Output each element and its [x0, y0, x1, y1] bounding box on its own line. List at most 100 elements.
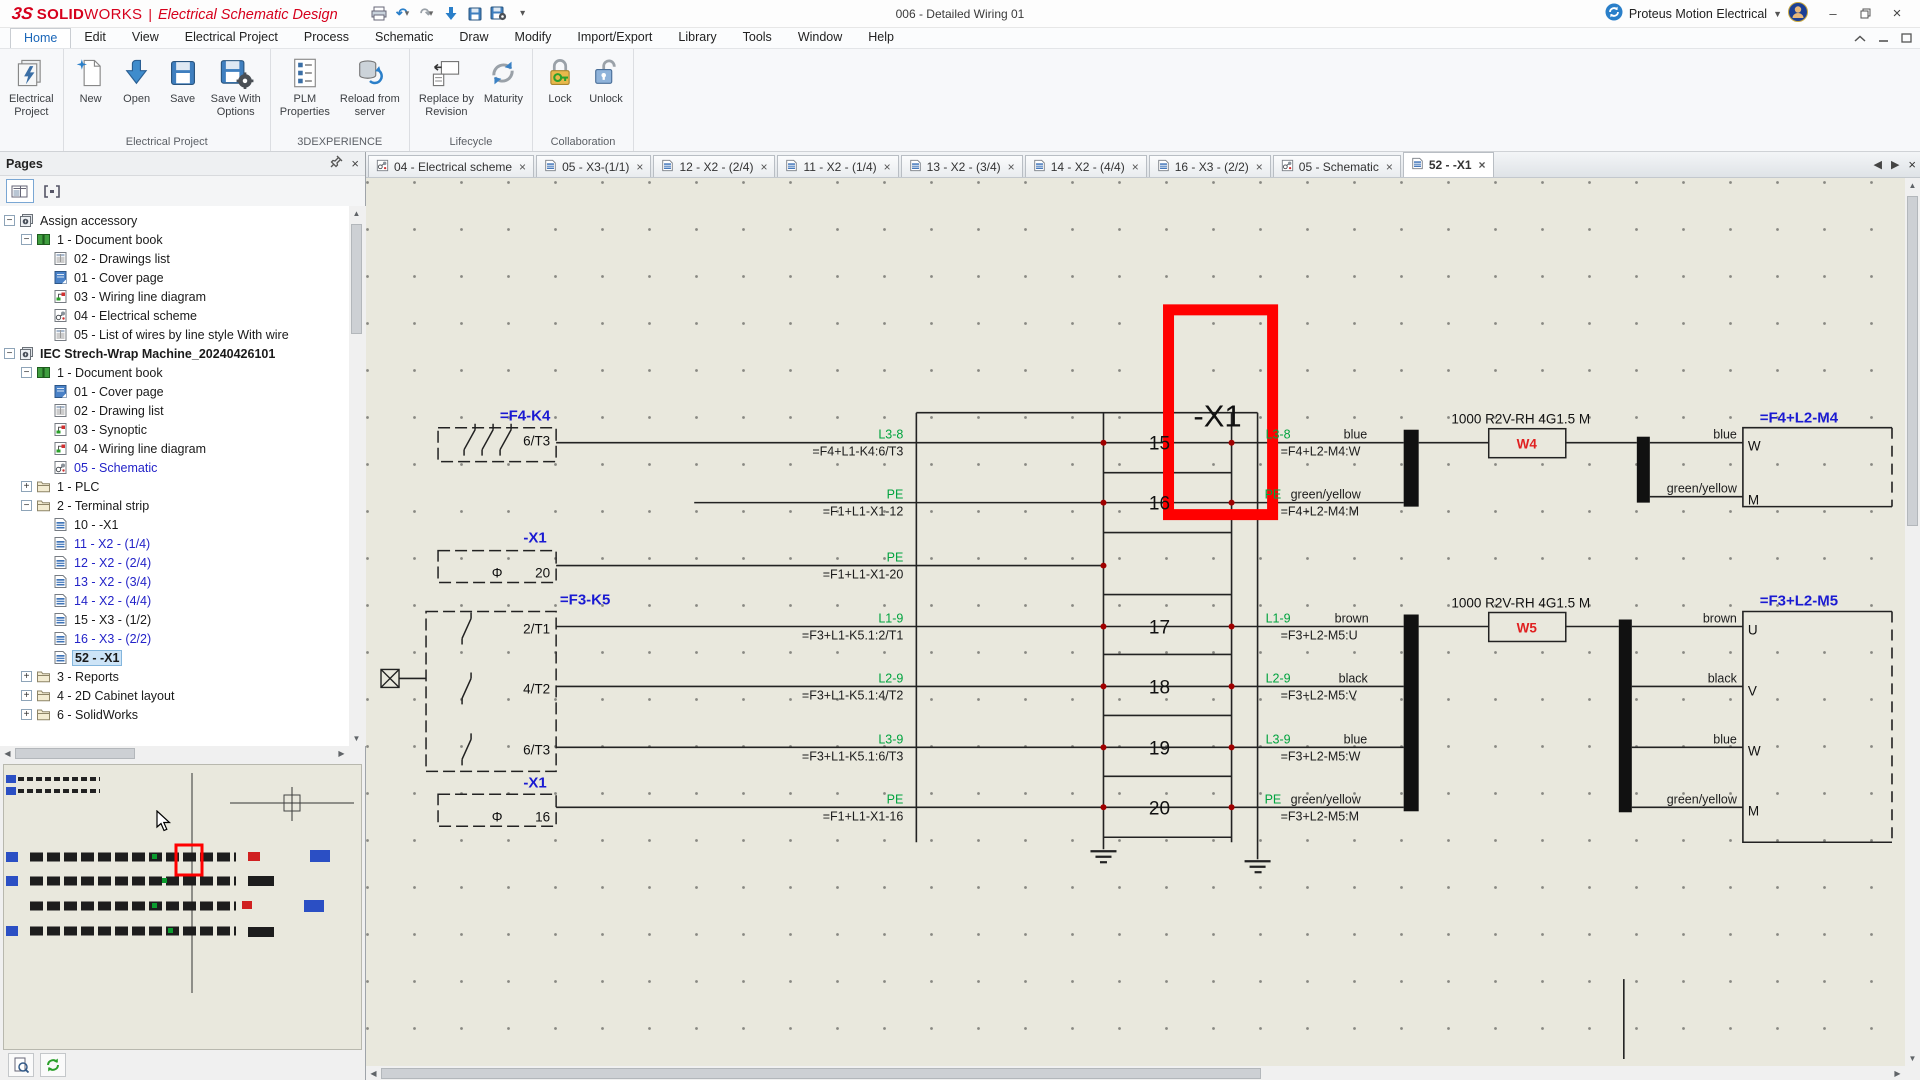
expand-icon[interactable]: + [21, 690, 32, 701]
tab-close-icon[interactable]: × [1131, 159, 1139, 174]
close-tabs-icon[interactable]: × [1908, 157, 1916, 172]
tree-item-02-drawing-list[interactable]: 02 - Drawing list [0, 401, 349, 420]
tree-item-15-x3-1-2[interactable]: 15 - X3 - (1/2) [0, 610, 349, 629]
tree-item-04-wiring-line-diagram[interactable]: 04 - Wiring line diagram [0, 439, 349, 458]
tree-item-03-synoptic[interactable]: 03 - Synoptic [0, 420, 349, 439]
tree-item-1-document-book[interactable]: −1 - Document book [0, 230, 349, 249]
tree-item-05-schematic[interactable]: 05 - Schematic [0, 458, 349, 477]
scroll-right-arrow[interactable]: ▶ [1894, 1068, 1901, 1078]
restore-button[interactable] [1850, 3, 1880, 25]
tree-item-05-list-of-wires-by-line-style-with-wire[interactable]: 05 - List of wires by line style With wi… [0, 325, 349, 344]
collapse-icon[interactable]: − [21, 367, 32, 378]
menu-edit[interactable]: Edit [84, 30, 106, 44]
save-button[interactable]: Save [160, 53, 206, 108]
tree-item-02-drawings-list[interactable]: 02 - Drawings list [0, 249, 349, 268]
redo-icon[interactable]: ↷▾ [420, 5, 434, 21]
save-icon[interactable] [466, 4, 484, 24]
avatar[interactable] [1788, 2, 1808, 25]
close-button[interactable]: × [1892, 5, 1902, 22]
tree-item-1-document-book[interactable]: −1 - Document book [0, 363, 349, 382]
menu-import-export[interactable]: Import/Export [577, 30, 653, 44]
preview-button[interactable] [8, 1053, 34, 1077]
tab-12-x2-2-4[interactable]: 12 - X2 - (2/4)× [653, 155, 776, 177]
menu-electrical-project[interactable]: Electrical Project [184, 30, 278, 44]
tab-close-icon[interactable]: × [1007, 159, 1015, 174]
scroll-thumb[interactable] [15, 748, 135, 759]
tree-item-assign-accessory[interactable]: −Assign accessory [0, 211, 349, 230]
menu-process[interactable]: Process [303, 30, 350, 44]
electrical-project-button[interactable]: Electrical Project [4, 53, 59, 120]
replace-by-revision-button[interactable]: Replace by Revision [414, 53, 479, 120]
customize-icon[interactable]: ▾ [520, 8, 526, 19]
expand-icon[interactable]: + [21, 709, 32, 720]
canvas-horizontal-scrollbar[interactable]: ◀ ▶ [366, 1066, 1905, 1080]
tree-item-4-2d-cabinet-layout[interactable]: +4 - 2D Cabinet layout [0, 686, 349, 705]
tab-16-x3-2-2[interactable]: 16 - X3 - (2/2)× [1148, 155, 1271, 177]
scroll-right-arrow[interactable]: ▶ [338, 749, 345, 758]
book-view-button[interactable] [6, 179, 34, 203]
menu-help[interactable]: Help [868, 30, 894, 44]
printer-icon[interactable] [370, 4, 388, 24]
menu-view[interactable]: View [131, 30, 159, 44]
scroll-thumb[interactable] [351, 224, 362, 334]
page-thumbnail[interactable] [3, 764, 362, 1050]
tree-item-14-x2-4-4[interactable]: 14 - X2 - (4/4) [0, 591, 349, 610]
tree-item-01-cover-page[interactable]: 01 - Cover page [0, 268, 349, 287]
tab-close-icon[interactable]: × [1478, 158, 1486, 172]
refresh-button[interactable] [40, 1053, 66, 1077]
tab-close-icon[interactable]: × [636, 159, 644, 174]
tree-horizontal-scrollbar[interactable]: ◀ ▶ [0, 746, 349, 761]
minimize-button[interactable]: – [1829, 6, 1837, 21]
tab-05-x3-1-1[interactable]: 05 - X3-(1/1)× [536, 155, 652, 177]
tab-52-x1[interactable]: 52 - -X1× [1402, 152, 1494, 177]
collapse-icon[interactable]: − [4, 215, 15, 226]
tab-close-icon[interactable]: × [760, 159, 768, 174]
scroll-left-arrow[interactable]: ◀ [370, 1068, 377, 1078]
tree-item-iec-strech-wrap-machine-20240426101[interactable]: −IEC Strech-Wrap Machine_20240426101 [0, 344, 349, 363]
menu-home[interactable]: Home [10, 28, 72, 48]
account-menu[interactable]: Proteus Motion Electrical ▼ [1605, 2, 1808, 25]
scroll-down-arrow[interactable]: ▼ [1908, 1054, 1917, 1063]
tab-close-icon[interactable]: × [883, 159, 891, 174]
canvas-vertical-scrollbar[interactable]: ▲ ▼ [1905, 178, 1920, 1066]
scroll-thumb[interactable] [381, 1067, 1261, 1079]
menu-tools[interactable]: Tools [742, 30, 772, 44]
menu-library[interactable]: Library [678, 30, 717, 44]
tab-13-x2-3-4[interactable]: 13 - X2 - (3/4)× [900, 155, 1023, 177]
tab-close-icon[interactable]: × [1385, 159, 1393, 174]
menu-modify[interactable]: Modify [514, 30, 552, 44]
scroll-thumb[interactable] [1907, 196, 1918, 526]
tree-item-12-x2-2-4[interactable]: 12 - X2 - (2/4) [0, 553, 349, 572]
tab-11-x2-1-4[interactable]: 11 - X2 - (1/4)× [777, 155, 899, 177]
tree-item-13-x2-3-4[interactable]: 13 - X2 - (3/4) [0, 572, 349, 591]
tree-item-3-reports[interactable]: +3 - Reports [0, 667, 349, 686]
prev-tab-icon[interactable]: ◀ [1873, 159, 1882, 171]
tree-item-04-electrical-scheme[interactable]: 04 - Electrical scheme [0, 306, 349, 325]
tree-item-16-x3-2-2[interactable]: 16 - X3 - (2/2) [0, 629, 349, 648]
close-icon[interactable]: × [351, 155, 359, 171]
scroll-down-arrow[interactable]: ▼ [352, 734, 361, 743]
tab-05-schematic[interactable]: 05 - Schematic× [1272, 155, 1401, 177]
tree-item-01-cover-page[interactable]: 01 - Cover page [0, 382, 349, 401]
unlock-button[interactable]: Unlock [583, 53, 629, 108]
tree-item-10-x1[interactable]: 10 - -X1 [0, 515, 349, 534]
collapse-icon[interactable]: − [21, 500, 32, 511]
scroll-up-arrow[interactable]: ▲ [352, 209, 361, 218]
tab-close-icon[interactable]: × [1255, 159, 1263, 174]
menu-draw[interactable]: Draw [459, 30, 489, 44]
import-icon[interactable] [442, 4, 460, 24]
new-button[interactable]: New [68, 53, 114, 108]
maturity-button[interactable]: Maturity [479, 53, 528, 108]
save-with-options-icon[interactable] [490, 4, 508, 24]
collapse-icon[interactable]: − [4, 348, 15, 359]
tree-item-03-wiring-line-diagram[interactable]: 03 - Wiring line diagram [0, 287, 349, 306]
clip-view-button[interactable] [38, 179, 66, 203]
maximize-doc-icon[interactable] [1901, 30, 1912, 48]
lock-button[interactable]: Lock [537, 53, 583, 108]
open-button[interactable]: Open [114, 53, 160, 108]
tree-item-11-x2-1-4[interactable]: 11 - X2 - (1/4) [0, 534, 349, 553]
save-with-options-button[interactable]: Save With Options [206, 53, 266, 120]
chevron-up-icon[interactable] [1854, 30, 1866, 48]
scroll-left-arrow[interactable]: ◀ [4, 749, 11, 758]
